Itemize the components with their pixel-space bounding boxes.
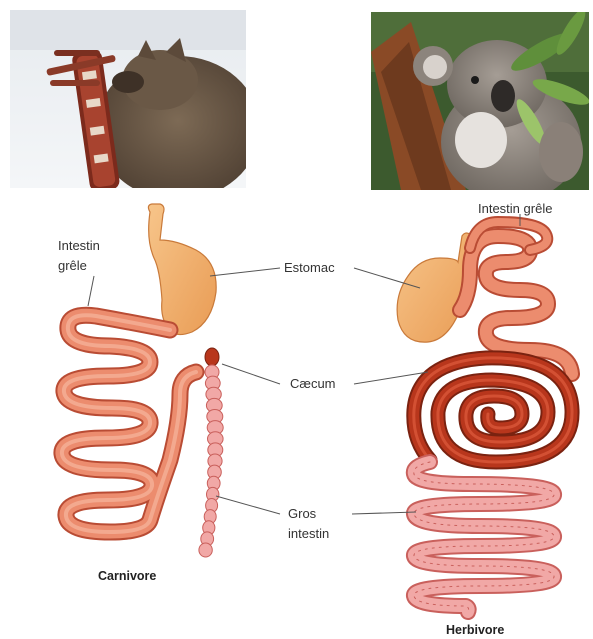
herbivore-caecum — [414, 358, 572, 462]
herbivore-digestive-tract — [397, 222, 572, 612]
carnivore-caecum — [205, 348, 219, 366]
label-gros-intestin-1: Gros — [288, 506, 317, 521]
carnivore-small-intestine — [62, 315, 196, 532]
caption-herbivore: Herbivore — [446, 623, 504, 637]
carnivore-stomach — [148, 204, 216, 335]
leader-intestin-grele-left — [88, 276, 94, 306]
carnivore-large-intestine — [199, 365, 223, 557]
leader-estomac-left — [210, 268, 280, 276]
herbivore-large-intestine — [414, 462, 554, 612]
carnivore-digestive-tract — [62, 204, 223, 557]
caption-carnivore: Carnivore — [98, 569, 156, 583]
label-intestin-grele-left-1: Intestin — [58, 238, 100, 253]
large-intestine-segment — [199, 543, 212, 557]
label-intestin-grele-right: Intestin grêle — [478, 201, 552, 216]
label-caecum: Cæcum — [290, 376, 336, 391]
leader-caecum-left — [222, 364, 280, 384]
herbivore-small-intestine — [460, 222, 572, 374]
leader-gros-intestin-left — [216, 496, 280, 514]
label-intestin-grele-left-2: grêle — [58, 258, 87, 273]
label-gros-intestin-2: intestin — [288, 526, 329, 541]
label-estomac: Estomac — [284, 260, 335, 275]
